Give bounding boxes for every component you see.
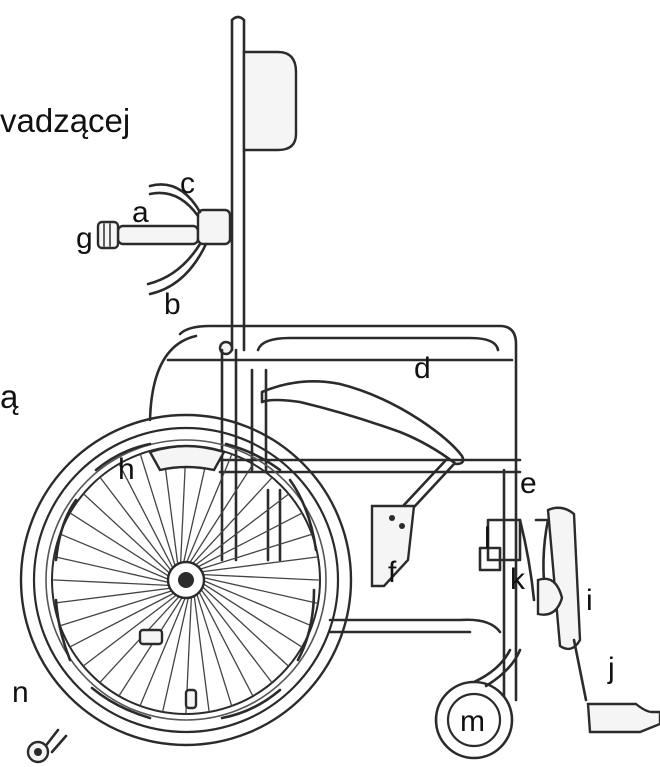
anti-tip-wheel [26, 728, 68, 764]
backrest-post [230, 15, 246, 352]
wheel-spoke [201, 579, 313, 627]
label-e: e [520, 467, 537, 500]
wheel-spoke [195, 592, 233, 707]
wheel-spoke [195, 512, 303, 569]
wheel-spoke [118, 463, 175, 571]
label-k: k [510, 563, 526, 596]
label-f: f [388, 556, 397, 589]
wheel-spoke [69, 512, 171, 578]
push-handle-assembly [96, 183, 234, 356]
wheel-spoke [53, 555, 171, 584]
wheel-spoke [139, 595, 187, 707]
wheel-spoke [53, 587, 173, 604]
rear-wheel [19, 413, 353, 747]
wheel-spoke [51, 579, 171, 587]
part-labels: c a g b d h e l f k i j n m [12, 167, 615, 738]
label-b: b [164, 288, 181, 321]
armrest [250, 368, 465, 472]
wheel-spoke [193, 593, 210, 713]
wheel-spoke [199, 587, 273, 684]
wheel-spoke [139, 453, 177, 568]
wheel-spoke [201, 582, 303, 648]
label-d: d [414, 352, 431, 385]
wheel-spoke [118, 595, 184, 697]
wheel-spoke [59, 533, 171, 581]
cropped-caption-top: vadzącej [0, 102, 131, 139]
wheel-spoke [59, 589, 174, 627]
label-h: h [118, 453, 135, 486]
wheel-spoke [69, 591, 177, 648]
label-a: a [132, 196, 149, 229]
wheel-spoke [198, 533, 313, 571]
wheel-spoke [99, 476, 173, 573]
side-frame [148, 334, 522, 702]
front-caster [434, 648, 522, 760]
wheel-spoke [200, 584, 290, 667]
calf-pad [536, 577, 564, 616]
label-c: c [180, 167, 195, 200]
push-rim [54, 442, 318, 720]
wheel-spoke [82, 593, 179, 667]
wheel-spoke [190, 476, 273, 566]
wheel-spoke [201, 573, 321, 581]
cropped-caption-middle: ą [0, 378, 19, 415]
wheel-spoke [197, 589, 254, 697]
label-i: i [586, 584, 593, 617]
headrest [242, 50, 298, 152]
label-l: l [484, 522, 491, 555]
label-j: j [607, 652, 615, 685]
wheel-spoke [161, 595, 190, 713]
label-n: n [12, 676, 29, 709]
wheel-spoke [193, 493, 290, 567]
footrest [572, 638, 660, 734]
seat-cushion [166, 324, 518, 472]
label-m: m [460, 705, 485, 738]
wheel-spoke [201, 576, 319, 605]
tilt-gas-spring [370, 458, 456, 588]
hub-details [138, 444, 226, 710]
wheel-spoke [185, 453, 233, 565]
wheel-spoke [188, 463, 254, 565]
wheel-spoke [82, 493, 172, 576]
wheel-spoke [199, 556, 319, 573]
label-g: g [76, 222, 93, 255]
